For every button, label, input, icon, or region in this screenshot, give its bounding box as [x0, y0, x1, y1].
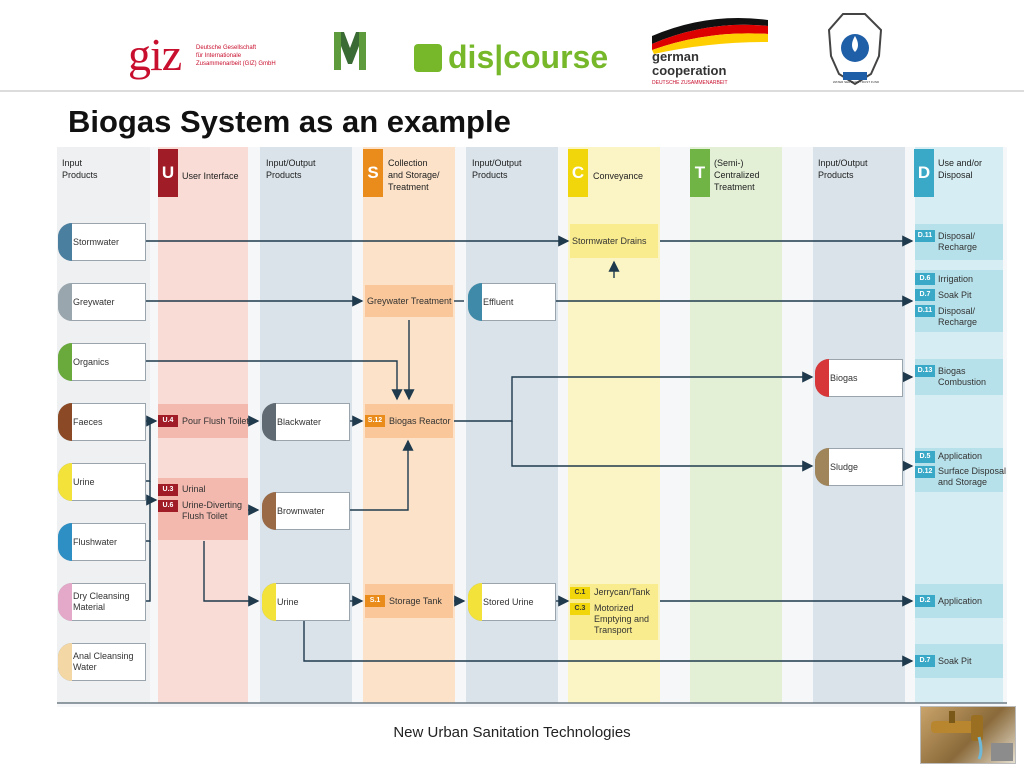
product-label: Stored Urine: [483, 597, 534, 607]
code-u6: U.6: [158, 500, 178, 512]
giz-logo: giz: [128, 29, 182, 80]
header-divider: [0, 90, 1024, 92]
tech-c3-label: Motorized Emptying and Transport: [594, 603, 650, 635]
german-cooperation-text: german cooperation: [652, 49, 727, 78]
tech-u6-label: Urine-Diverting Flush Toilet: [182, 500, 243, 521]
input-urine: Urine: [58, 463, 146, 501]
tech-d7b-label: Soak Pit: [938, 656, 972, 666]
input-organics: Organics: [58, 343, 146, 381]
tech-d13-label: Biogas Combustion: [938, 366, 987, 387]
product-brownwater: Brownwater: [262, 492, 350, 530]
slide-title: Biogas System as an example: [68, 104, 511, 139]
product-label: Brownwater: [277, 506, 325, 516]
tech-s1-label: Storage Tank: [389, 596, 442, 606]
water-tap-image: [920, 706, 1016, 764]
badge-u: U: [158, 149, 178, 197]
product-stored-urine: Stored Urine: [468, 583, 556, 621]
header-use-disposal: Use and/or Disposal: [938, 158, 983, 180]
logo-bar: giz Deutsche Gesellschaft für Internatio…: [0, 0, 1024, 92]
tech-d12-label: Surface Disposal and Storage: [938, 466, 1007, 487]
header-conveyance: Conveyance: [593, 171, 644, 181]
input-dry-cleansing: Dry Cleansing Material: [58, 583, 146, 621]
badge-c: C: [568, 149, 588, 197]
input-label: Faeces: [73, 417, 103, 427]
code-d2: D.2: [915, 595, 935, 607]
tech-c1-label: Jerrycan/Tank: [594, 587, 651, 597]
tech-d2-label: Application: [938, 596, 983, 606]
code-d5: D.5: [915, 451, 935, 463]
header-centralized-treatment: (Semi-) Centralized Treatment: [714, 158, 760, 192]
code-d6: D.6: [915, 273, 935, 285]
input-faeces: Faeces: [58, 403, 146, 441]
badge-t: T: [690, 149, 710, 197]
product-effluent: Effluent: [468, 283, 556, 321]
product-label: Sludge: [830, 462, 859, 472]
tech-stormwater-drains-label: Stormwater Drains: [572, 236, 647, 246]
water-tap-icon: [931, 711, 1013, 761]
input-label: Anal Cleansing Water: [73, 651, 134, 672]
input-label: Urine: [73, 477, 95, 487]
product-sludge: Sludge: [815, 448, 903, 486]
input-label: Organics: [73, 357, 110, 367]
tech-d11b-label: Disposal/ Recharge: [938, 306, 978, 327]
input-label: Greywater: [73, 297, 115, 307]
product-blackwater: Blackwater: [262, 403, 350, 441]
emblem-caption: WATER SERVICES TRUST FUND: [832, 80, 880, 84]
tech-greywater-treatment: [365, 285, 453, 317]
code-c3: C.3: [570, 603, 590, 615]
tech-d7a-label: Soak Pit: [938, 290, 972, 300]
code-d12: D.12: [915, 466, 935, 478]
input-greywater: Greywater: [58, 283, 146, 321]
input-anal-cleansing: Anal Cleansing Water: [58, 643, 146, 681]
code-d11a: D.11: [915, 230, 935, 242]
code-c1: C.1: [570, 587, 590, 599]
german-flag-swoosh-icon: [652, 18, 768, 54]
code-s12: S.12: [365, 415, 385, 427]
product-urine: Urine: [262, 583, 350, 621]
footer-text: New Urban Sanitation Technologies: [393, 724, 631, 741]
tech-u3-label: Urinal: [182, 484, 206, 494]
tech-s12-label: Biogas Reactor: [389, 416, 451, 426]
discourse-square-icon: [414, 44, 442, 72]
product-label: Biogas: [830, 373, 858, 383]
code-d7b: D.7: [915, 655, 935, 667]
header-io-products-1: Input/Output Products: [266, 158, 316, 180]
header-io-products-2: Input/Output Products: [472, 158, 522, 180]
giz-subtitle: Deutsche Gesellschaft für Internationale…: [196, 45, 276, 67]
tech-stormwater-drains: [570, 224, 658, 258]
code-d11b: D.11: [915, 305, 935, 317]
code-u4: U.4: [158, 415, 178, 427]
discourse-logo: dis|course: [448, 39, 609, 75]
tech-u4-label: Pour Flush Toilet: [182, 416, 249, 426]
input-stormwater: Stormwater: [58, 223, 146, 261]
code-d7a: D.7: [915, 289, 935, 301]
product-label: Urine: [277, 597, 299, 607]
code-s1: S.1: [365, 595, 385, 607]
german-cooperation-subtitle: DEUTSCHE ZUSAMMENARBEIT: [652, 80, 728, 86]
badge-d: D: [914, 149, 934, 197]
header-collection-storage: Collection and Storage/ Treatment: [388, 158, 440, 192]
header-io-products-3: Input/Output Products: [818, 158, 868, 180]
tech-greywater-treatment-label: Greywater Treatment: [367, 296, 452, 306]
input-label: Flushwater: [73, 537, 118, 547]
code-d13: D.13: [915, 365, 935, 377]
product-label: Effluent: [483, 297, 514, 307]
input-label: Dry Cleansing Material: [73, 591, 130, 612]
product-label: Blackwater: [277, 417, 322, 427]
input-label: Stormwater: [73, 237, 120, 247]
badge-s: S: [363, 149, 383, 197]
code-u3: U.3: [158, 484, 178, 496]
header-input-products: Input Products: [62, 158, 98, 180]
column-io-products-3: [813, 147, 905, 703]
column-centralized-treatment: [690, 147, 782, 703]
header-user-interface: User Interface: [182, 171, 239, 181]
tech-d5-label: Application: [938, 451, 983, 461]
tech-d11a-label: Disposal/ Recharge: [938, 231, 978, 252]
product-biogas: Biogas: [815, 359, 903, 397]
m-logo-icon: [332, 28, 368, 72]
water-trust-emblem-icon: [827, 13, 883, 86]
input-flushwater: Flushwater: [58, 523, 146, 561]
tech-d6-label: Irrigation: [938, 274, 974, 284]
